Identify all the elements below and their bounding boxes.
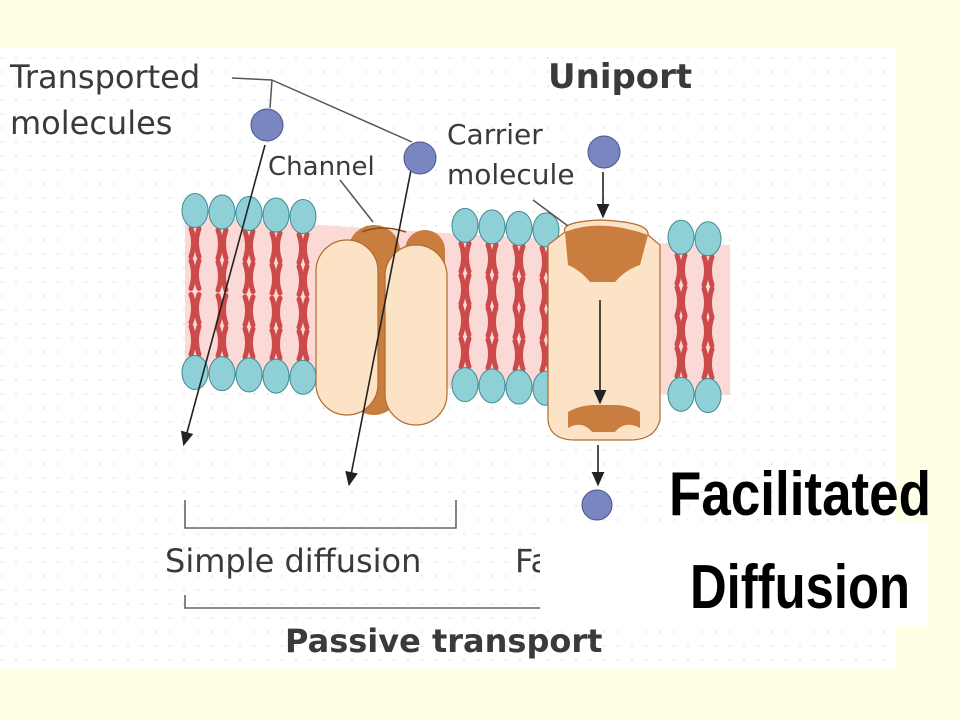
molecule	[581, 489, 613, 521]
lipid-tail	[215, 325, 229, 359]
lipid-head	[235, 196, 263, 232]
lipid-tail	[485, 305, 499, 339]
lipid-tail	[701, 347, 715, 381]
overlay-title-line1: Facilitated	[669, 460, 931, 529]
lipid-head	[208, 356, 236, 392]
passive-transport-label: Passive transport	[285, 622, 602, 660]
carrier-protein	[547, 219, 661, 441]
channel-label: Channel	[268, 152, 375, 182]
lipid-tail	[701, 315, 715, 349]
lipid-tail	[188, 323, 202, 357]
lipid-tails	[188, 226, 715, 381]
lipid-head	[505, 210, 533, 246]
lipid-tail	[242, 229, 256, 263]
lipid-head	[478, 368, 506, 404]
lipid-head	[694, 221, 722, 257]
lipid-tail	[512, 306, 526, 340]
lipid-tail	[512, 275, 526, 309]
lipid-head	[262, 358, 290, 394]
lipid-tail	[242, 261, 256, 295]
molecule	[587, 135, 621, 169]
lipid-head	[181, 193, 209, 229]
lipid-tail	[188, 226, 202, 260]
lipid-tail	[242, 294, 256, 328]
lipid-tail	[485, 274, 499, 308]
simple-diffusion-label: Simple diffusion	[165, 542, 421, 580]
lipid-tail	[296, 231, 310, 265]
lipid-tail	[269, 327, 283, 361]
carrier-molecule-label-line2: molecule	[447, 158, 575, 191]
lipid-tail	[458, 240, 472, 274]
transported-molecules-label-line1: Transported	[9, 58, 200, 96]
lipid-tail	[458, 272, 472, 306]
lipid-tail	[674, 284, 688, 318]
lipid-head	[289, 359, 317, 395]
lipid-tail	[512, 338, 526, 372]
lipid-head	[235, 357, 263, 393]
lipid-head	[694, 378, 722, 414]
channel-protein	[315, 225, 448, 426]
lipid-tail	[269, 262, 283, 296]
brackets	[184, 500, 560, 609]
lipid-head	[478, 209, 506, 245]
lipid-head	[262, 197, 290, 233]
overlay-panel	[540, 522, 928, 626]
lipid-head	[505, 369, 533, 405]
lipid-tail	[485, 242, 499, 276]
lipid-tail	[188, 291, 202, 325]
lipid-heads	[181, 193, 722, 414]
lipid-tail	[458, 304, 472, 338]
uniport-label: Uniport	[548, 57, 692, 97]
lipid-tail	[512, 243, 526, 277]
lipid-tail	[674, 313, 688, 347]
lipid-tail	[296, 296, 310, 330]
lipid-tail	[296, 328, 310, 362]
lipid-head	[667, 376, 695, 412]
lipid-head	[451, 207, 479, 243]
lipid-head	[667, 219, 695, 255]
lipid-tail	[269, 295, 283, 329]
transported-molecules	[250, 108, 621, 521]
lipid-head	[451, 367, 479, 403]
lipid-tail	[269, 230, 283, 264]
lipid-head	[289, 198, 317, 234]
leader-lines	[231, 77, 569, 227]
lipid-head	[532, 212, 560, 248]
overlay-title-line2: Diffusion	[690, 553, 910, 622]
lipid-tail	[485, 337, 499, 371]
lipid-tail	[215, 227, 229, 261]
lipid-tail	[701, 254, 715, 288]
carrier-molecule-label-line1: Carrier	[447, 118, 543, 151]
lipid-tail	[296, 263, 310, 297]
lipid-tail	[215, 259, 229, 293]
molecule	[403, 141, 437, 175]
transport-arrows	[180, 144, 610, 487]
lipid-tail	[701, 286, 715, 320]
lipid-tail	[458, 336, 472, 370]
lipid-tail	[242, 326, 256, 360]
molecule	[250, 108, 284, 142]
lipid-tail	[188, 258, 202, 292]
transported-molecules-label-line2: molecules	[10, 104, 172, 142]
lipid-head	[208, 194, 236, 230]
lipid-tail	[674, 252, 688, 286]
lipid-tail	[674, 345, 688, 379]
